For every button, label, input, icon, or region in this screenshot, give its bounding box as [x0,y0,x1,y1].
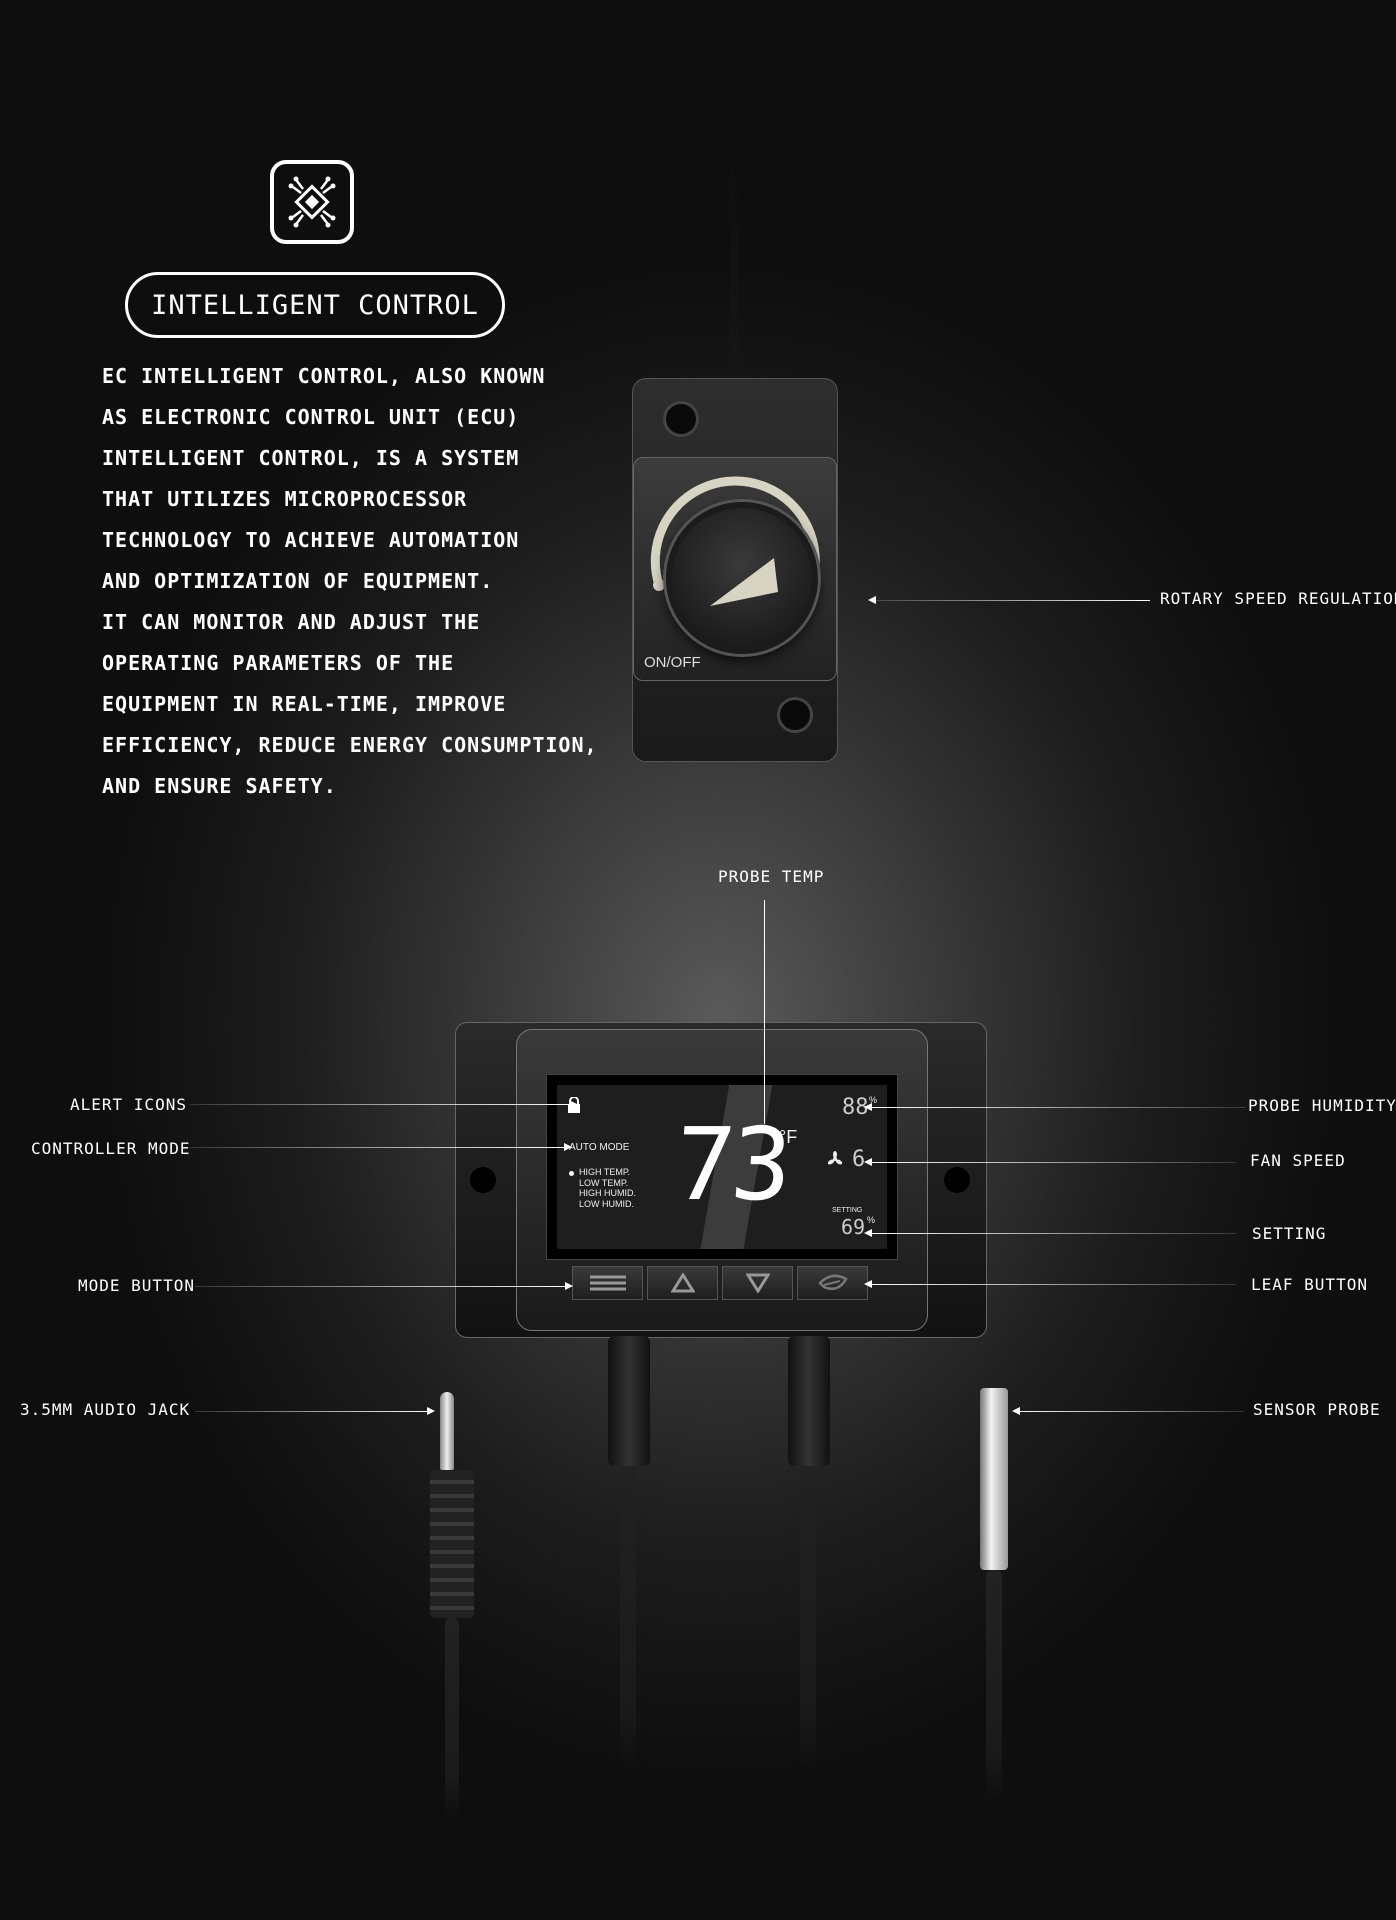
mode-button-label: MODE BUTTON [78,1276,195,1295]
controller-cable [788,1336,830,1466]
probe-humidity-label: PROBE HUMIDITY [1248,1096,1396,1115]
lcd-screen: AUTO MODE HIGH TEMP. LOW TEMP. HIGH HUMI… [546,1074,898,1260]
section-title: INTELLIGENT CONTROL [125,272,505,338]
callout-line [1012,1407,1244,1415]
mount-hole-icon [470,1167,496,1193]
fan-icon [827,1151,843,1165]
callout-line [864,1229,1236,1237]
knob-panel: ON/OFF [633,457,837,681]
temperature-unit: °F [779,1127,798,1147]
setting-label: SETTING [832,1207,863,1214]
leaf-icon [817,1274,848,1290]
controller-mode-label: CONTROLLER MODE [31,1139,191,1158]
mount-hole-icon [944,1167,970,1193]
controller-cable [620,1466,636,1766]
audio-jack-cable [445,1618,459,1818]
rotary-speed-label: ROTARY SPEED REGULATION [1160,589,1396,608]
fan-speed-label: FAN SPEED [1250,1151,1346,1170]
probe-temp-label: PROBE TEMP [718,867,825,886]
sensor-probe-label: SENSOR PROBE [1253,1400,1381,1419]
alert-dot-icon [569,1171,574,1176]
audio-jack-body [430,1470,474,1618]
audio-jack-label: 3.5MM AUDIO JACK [20,1400,191,1419]
knob-label: ON/OFF [644,654,701,671]
humidity-unit: % [869,1095,878,1105]
alert-item: LOW TEMP. [579,1177,629,1188]
description-line: EFFICIENCY, REDUCE ENERGY CONSUMPTION, [102,733,598,757]
down-icon [745,1273,770,1293]
setting-unit: % [867,1215,876,1225]
description-line: INTELLIGENT CONTROL, IS A SYSTEM [102,446,520,470]
controller-face: AUTO MODE HIGH TEMP. LOW TEMP. HIGH HUMI… [516,1029,928,1331]
up-button[interactable] [647,1266,718,1300]
fan-speed-value: 6 [852,1147,866,1172]
description-line: AS ELECTRONIC CONTROL UNIT (ECU) [102,405,520,429]
controller-cable [800,1466,816,1766]
callout-line [190,1100,577,1108]
description-line: OPERATING PARAMETERS OF THE [102,651,455,675]
alert-item: LOW HUMID. [579,1198,634,1209]
screw-hole-icon [663,401,699,437]
description-line: EC INTELLIGENT CONTROL, ALSO KNOWN [102,364,546,388]
section-title-text: INTELLIGENT CONTROL [151,289,479,321]
description-line: TECHNOLOGY TO ACHIEVE AUTOMATION [102,528,520,552]
description: EC INTELLIGENT CONTROL, ALSO KNOWN AS EL… [102,356,622,807]
down-button[interactable] [722,1266,793,1300]
screw-hole-icon [777,697,813,733]
callout-line [864,1103,1246,1111]
callout-line [195,1407,435,1415]
lcd-display [557,1085,887,1249]
description-line: THAT UTILIZES MICROPROCESSOR [102,487,468,511]
chip-icon [270,160,354,244]
setting-value: 69 [841,1215,866,1239]
knob-pointer-icon [710,558,778,606]
callout-line [190,1143,572,1151]
description-line: EQUIPMENT IN REAL-TIME, IMPROVE [102,692,507,716]
button-row [572,1266,868,1300]
callout-line [195,1282,573,1290]
knob-unit: ON/OFF [632,378,838,762]
temperature-value: 73 [670,1106,792,1223]
mode-icon [589,1275,626,1291]
alert-item: HIGH HUMID. [579,1188,636,1198]
description-line: AND ENSURE SAFETY. [102,774,337,798]
up-icon [670,1273,695,1293]
callout-line [868,596,1150,604]
knob-cable [730,150,738,460]
leaf-button[interactable] [797,1266,868,1300]
callout-line [864,1158,1236,1166]
alert-item: HIGH TEMP. [579,1167,631,1177]
setting-callout-label: SETTING [1252,1224,1327,1243]
sensor-probe [980,1388,1008,1570]
controller-cable [608,1336,650,1466]
alert-list: HIGH TEMP. LOW TEMP. HIGH HUMID. LOW HUM… [579,1167,636,1209]
alert-icons-label: ALERT ICONS [70,1095,187,1114]
callout-line [764,900,765,1124]
rotary-knob[interactable] [666,502,818,654]
audio-jack [440,1392,454,1470]
callout-line [864,1280,1236,1288]
mode-text: AUTO MODE [569,1142,630,1153]
mode-button[interactable] [572,1266,643,1300]
sensor-probe-cable [986,1570,1002,1800]
leaf-button-label: LEAF BUTTON [1251,1275,1368,1294]
controller-body: AUTO MODE HIGH TEMP. LOW TEMP. HIGH HUMI… [455,1022,987,1338]
description-line: AND OPTIMIZATION OF EQUIPMENT. [102,569,494,593]
description-line: IT CAN MONITOR AND ADJUST THE [102,610,481,634]
